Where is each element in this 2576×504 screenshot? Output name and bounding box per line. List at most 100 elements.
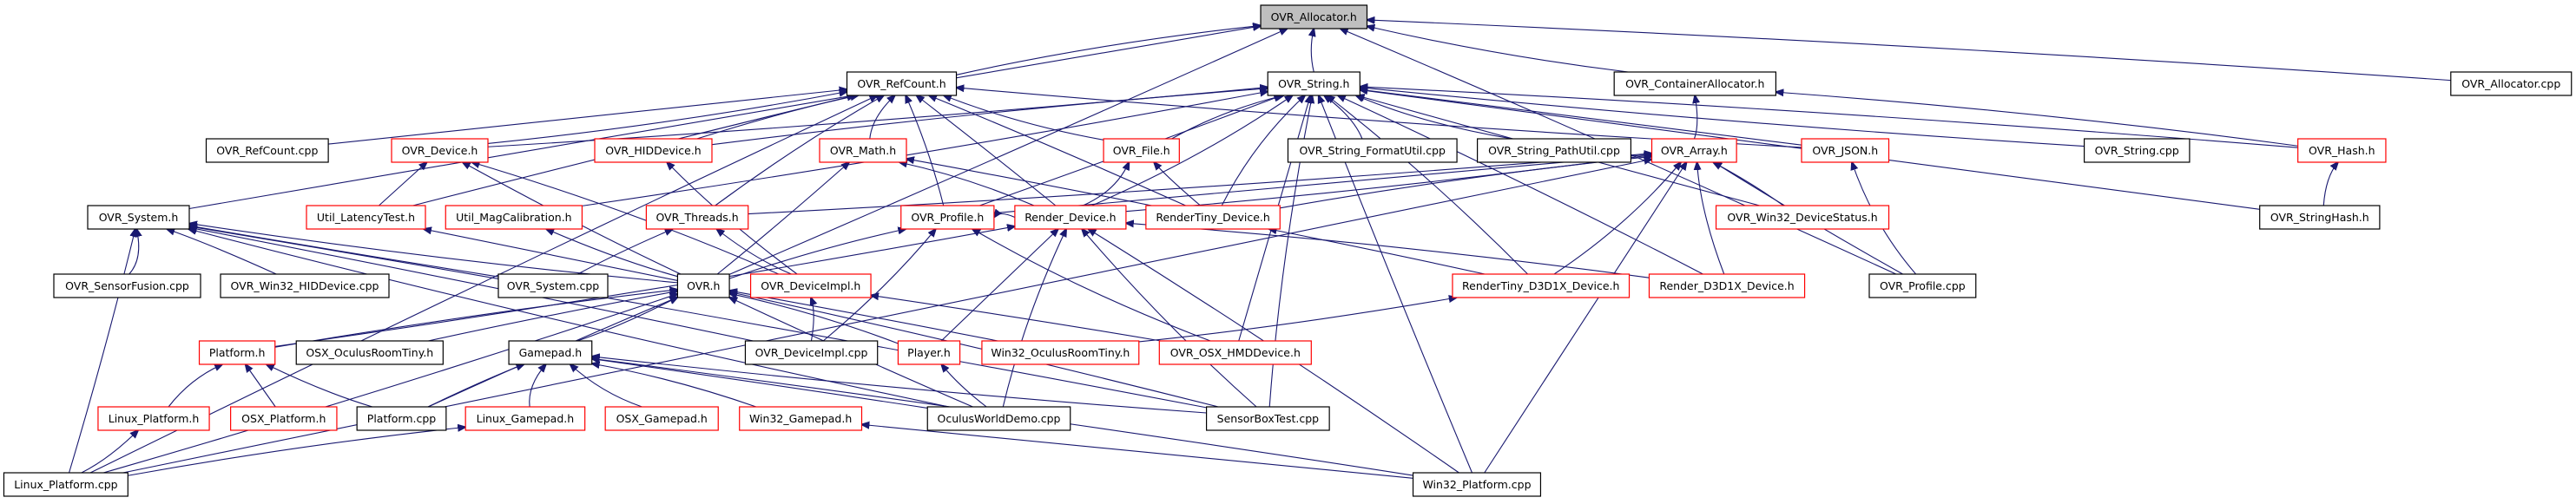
node-threads-h[interactable]: OVR_Threads.h (645, 205, 749, 230)
node-label[interactable]: OVR_DeviceImpl.h (761, 279, 860, 292)
node-refcount-cpp[interactable]: OVR_RefCount.cpp (205, 138, 329, 163)
node-box[interactable] (391, 138, 489, 163)
node-linux-platform-cpp[interactable]: Linux_Platform.cpp (3, 472, 128, 497)
node-hash-h[interactable]: OVR_Hash.h (2297, 138, 2387, 163)
node-box[interactable] (306, 205, 426, 230)
node-label[interactable]: Util_LatencyTest.h (317, 211, 415, 224)
node-label[interactable]: OVR_ContainerAllocator.h (1625, 77, 1764, 90)
node-box[interactable] (645, 205, 749, 230)
node-label[interactable]: RenderTiny_Device.h (1156, 211, 1269, 224)
node-box[interactable] (1205, 406, 1330, 431)
node-box[interactable] (356, 406, 447, 431)
node-label[interactable]: OVR_SensorFusion.cpp (65, 279, 189, 292)
node-json-h[interactable]: OVR_JSON.h (1801, 138, 1890, 163)
node-box[interactable] (749, 273, 872, 298)
node-string-pathutil-cpp[interactable]: OVR_String_PathUtil.cpp (1477, 138, 1632, 163)
node-label[interactable]: Win32_OculusRoomTiny.h (991, 346, 1130, 359)
node-label[interactable]: Gamepad.h (519, 346, 583, 359)
node-render-device-h[interactable]: Render_Device.h (1014, 205, 1127, 230)
node-box[interactable] (1145, 205, 1281, 230)
node-platform-h[interactable]: Platform.h (198, 340, 276, 365)
node-label[interactable]: Win32_Platform.cpp (1422, 478, 1531, 491)
node-label[interactable]: OSX_Gamepad.h (616, 412, 708, 425)
node-box[interactable] (1801, 138, 1890, 163)
node-box[interactable] (926, 406, 1071, 431)
node-ovr-h[interactable]: OVR.h (676, 273, 730, 298)
node-box[interactable] (1715, 205, 1890, 230)
node-containerallocator-h[interactable]: OVR_ContainerAllocator.h (1613, 71, 1777, 96)
node-label[interactable]: OVR_Profile.h (911, 211, 984, 224)
node-string-formatutil-cpp[interactable]: OVR_String_FormatUtil.cpp (1287, 138, 1458, 163)
node-label[interactable]: OVR_JSON.h (1812, 144, 1878, 157)
node-render-d3d1x-device-h[interactable]: Render_D3D1X_Device.h (1648, 273, 1806, 298)
node-win32-gamepad-h[interactable]: Win32_Gamepad.h (739, 406, 863, 431)
node-box[interactable] (87, 205, 190, 230)
node-box[interactable] (1477, 138, 1632, 163)
node-box[interactable] (97, 406, 210, 431)
node-label[interactable]: OVR_Profile.cpp (1880, 279, 1966, 292)
node-box[interactable] (2450, 71, 2573, 96)
node-label[interactable]: OVR_OSX_HMDDevice.h (1170, 346, 1301, 359)
node-label[interactable]: OVR_String.h (1278, 77, 1349, 90)
node-label[interactable]: OVR_Allocator.h (1271, 10, 1357, 23)
node-hiddevice-h[interactable]: OVR_HIDDevice.h (594, 138, 713, 163)
node-label[interactable]: Linux_Gamepad.h (477, 412, 575, 425)
node-box[interactable] (819, 138, 907, 163)
node-win32-devicestatus-h[interactable]: OVR_Win32_DeviceStatus.h (1715, 205, 1890, 230)
node-label[interactable]: SensorBoxTest.cpp (1217, 412, 1319, 425)
node-box[interactable] (897, 340, 961, 365)
node-deviceimpl-cpp[interactable]: OVR_DeviceImpl.cpp (744, 340, 879, 365)
node-allocator-cpp[interactable]: OVR_Allocator.cpp (2450, 71, 2573, 96)
node-profile-h[interactable]: OVR_Profile.h (900, 205, 995, 230)
node-label[interactable]: Render_Device.h (1024, 211, 1116, 224)
node-label[interactable]: Linux_Platform.h (109, 412, 200, 425)
node-label[interactable]: OVR_Threads.h (656, 211, 738, 224)
node-label[interactable]: RenderTiny_D3D1X_Device.h (1462, 279, 1619, 292)
node-array-h[interactable]: OVR_Array.h (1650, 138, 1737, 163)
node-label[interactable]: OVR_HIDDevice.h (605, 144, 701, 157)
node-box[interactable] (1158, 340, 1312, 365)
node-osx-platform-h[interactable]: OSX_Platform.h (230, 406, 338, 431)
node-box[interactable] (220, 273, 390, 298)
node-string-cpp[interactable]: OVR_String.cpp (2083, 138, 2191, 163)
node-osx-oculusroomtiny-h[interactable]: OSX_OculusRoomTiny.h (295, 340, 444, 365)
node-label[interactable]: OVR_Win32_HIDDevice.cpp (231, 279, 379, 292)
node-rendertiny-d3d1x-device-h[interactable]: RenderTiny_D3D1X_Device.h (1452, 273, 1631, 298)
node-box[interactable] (2297, 138, 2387, 163)
node-label[interactable]: OSX_OculusRoomTiny.h (306, 346, 433, 359)
node-box[interactable] (445, 205, 583, 230)
node-label[interactable]: OVR_Hash.h (2309, 144, 2375, 157)
node-deviceimpl-h[interactable]: OVR_DeviceImpl.h (749, 273, 872, 298)
node-system-cpp[interactable]: OVR_System.cpp (497, 273, 609, 298)
node-box[interactable] (981, 340, 1140, 365)
node-label[interactable]: OVR.h (687, 279, 720, 292)
node-label[interactable]: OVR_Win32_DeviceStatus.h (1727, 211, 1877, 224)
node-label[interactable]: OVR_Math.h (830, 144, 896, 157)
node-util-magcalibration-h[interactable]: Util_MagCalibration.h (445, 205, 583, 230)
node-box[interactable] (676, 273, 730, 298)
node-win32-oculusroomtiny-h[interactable]: Win32_OculusRoomTiny.h (981, 340, 1140, 365)
node-win32-platform-cpp[interactable]: Win32_Platform.cpp (1412, 472, 1542, 497)
node-label[interactable]: OculusWorldDemo.cpp (937, 412, 1060, 425)
node-box[interactable] (497, 273, 609, 298)
node-box[interactable] (1650, 138, 1737, 163)
node-label[interactable]: OVR_String_FormatUtil.cpp (1300, 144, 1446, 157)
node-box[interactable] (846, 71, 958, 96)
node-osx-gamepad-h[interactable]: OSX_Gamepad.h (604, 406, 719, 431)
node-label[interactable]: OVR_Array.h (1661, 144, 1728, 157)
node-platform-cpp[interactable]: Platform.cpp (356, 406, 447, 431)
node-math-h[interactable]: OVR_Math.h (819, 138, 907, 163)
node-stringhash-h[interactable]: OVR_StringHash.h (2259, 205, 2381, 230)
node-label[interactable]: OVR_RefCount.cpp (216, 144, 318, 157)
node-label[interactable]: OVR_System.cpp (507, 279, 599, 292)
node-rendertiny-device-h[interactable]: RenderTiny_Device.h (1145, 205, 1281, 230)
node-allocator-h[interactable]: OVR_Allocator.h (1260, 4, 1368, 29)
node-box[interactable] (1267, 71, 1360, 96)
node-file-h[interactable]: OVR_File.h (1103, 138, 1180, 163)
node-label[interactable]: Player.h (907, 346, 951, 359)
node-box[interactable] (739, 406, 863, 431)
node-label[interactable]: OVR_StringHash.h (2270, 211, 2369, 224)
node-refcount-h[interactable]: OVR_RefCount.h (846, 71, 958, 96)
node-box[interactable] (464, 406, 586, 431)
node-system-h[interactable]: OVR_System.h (87, 205, 190, 230)
